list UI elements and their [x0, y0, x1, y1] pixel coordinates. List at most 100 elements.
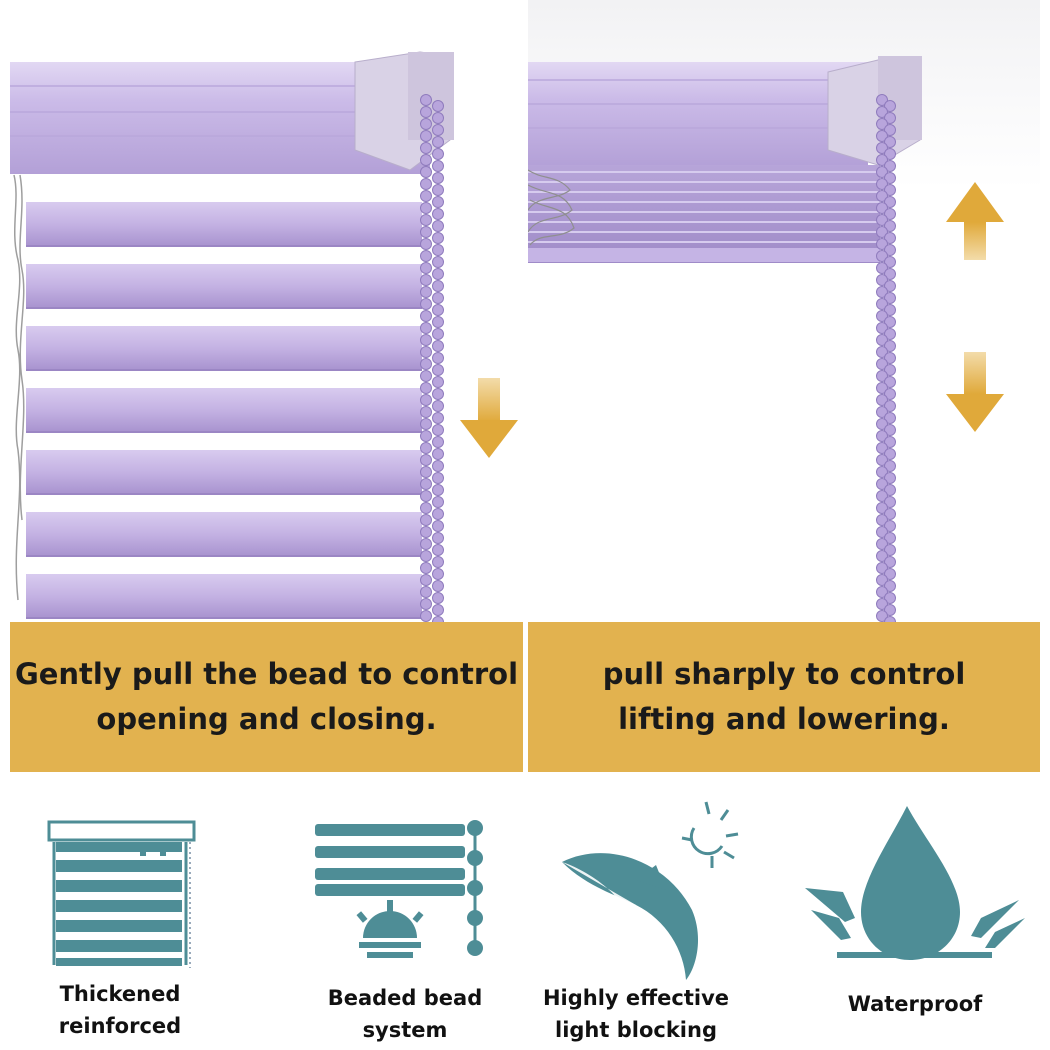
bead: [432, 412, 444, 424]
bead: [884, 304, 896, 316]
blind-raised-photo: [528, 0, 1040, 630]
bead: [884, 280, 896, 292]
bead: [432, 148, 444, 160]
bead: [420, 418, 432, 430]
bead: [876, 514, 888, 526]
bead: [432, 460, 444, 472]
bead: [432, 436, 444, 448]
bead: [884, 460, 896, 472]
bead: [876, 394, 888, 406]
bead: [420, 214, 432, 226]
bead: [876, 574, 888, 586]
caption-right-line2: lifting and lowering.: [618, 702, 950, 736]
blind-frame-icon: [47, 820, 196, 968]
bead: [420, 406, 432, 418]
bead: [432, 124, 444, 136]
bead: [884, 544, 896, 556]
bead: [432, 232, 444, 244]
caption-left-line2: opening and closing.: [96, 702, 437, 736]
caption-left-line1: Gently pull the bead to control: [14, 657, 519, 691]
bead: [884, 412, 896, 424]
bead: [420, 550, 432, 562]
bead: [420, 526, 432, 538]
bead: [420, 598, 432, 610]
bead: [420, 466, 432, 478]
bead: [420, 154, 432, 166]
bead: [432, 244, 444, 256]
bead: [420, 346, 432, 358]
arrow-up-icon: [946, 182, 1004, 260]
bead: [884, 232, 896, 244]
bead: [884, 208, 896, 220]
bead: [432, 388, 444, 400]
bead: [432, 136, 444, 148]
bead: [884, 160, 896, 172]
bead: [884, 172, 896, 184]
bead: [876, 478, 888, 490]
bead: [884, 220, 896, 232]
bead: [432, 280, 444, 292]
bead: [876, 262, 888, 274]
bead: [884, 448, 896, 460]
bead: [876, 550, 888, 562]
bead: [884, 580, 896, 592]
bead: [876, 142, 888, 154]
bead: [432, 172, 444, 184]
bead: [432, 448, 444, 460]
bead: [884, 316, 896, 328]
bead: [420, 298, 432, 310]
bead: [420, 502, 432, 514]
blind-slat: [26, 388, 422, 432]
bead: [884, 100, 896, 112]
bead: [884, 124, 896, 136]
feature-thickened: Thickened reinforced: [0, 800, 240, 1050]
bead: [884, 532, 896, 544]
bead: [884, 148, 896, 160]
bead: [432, 340, 444, 352]
bead: [420, 118, 432, 130]
bead: [420, 142, 432, 154]
bead: [420, 310, 432, 322]
bead: [876, 226, 888, 238]
bead: [432, 112, 444, 124]
bead: [876, 154, 888, 166]
bead: [420, 166, 432, 178]
bead: [420, 454, 432, 466]
bead: [432, 508, 444, 520]
bead: [420, 190, 432, 202]
water-drop-icon: [805, 806, 1025, 960]
bead: [420, 478, 432, 490]
bead: [876, 586, 888, 598]
bead: [884, 292, 896, 304]
bead: [876, 190, 888, 202]
bead: [420, 442, 432, 454]
bead: [420, 358, 432, 370]
blind-slats: [26, 202, 422, 619]
bead: [884, 268, 896, 280]
feature-label-line2: system: [362, 1018, 448, 1042]
bead: [884, 496, 896, 508]
feature-waterproof: Waterproof: [795, 800, 1035, 1050]
bead-chain: [876, 94, 896, 628]
bead: [420, 334, 432, 346]
bead: [420, 610, 432, 622]
blind-slat: [26, 450, 422, 494]
blind-slat: [26, 202, 422, 246]
bead: [884, 184, 896, 196]
caption-right-line1: pull sharply to control: [602, 657, 966, 691]
bead: [432, 544, 444, 556]
bead: [420, 178, 432, 190]
bead: [876, 238, 888, 250]
bead: [432, 532, 444, 544]
bead: [876, 298, 888, 310]
bead: [432, 316, 444, 328]
bead: [876, 250, 888, 262]
bead-chain: [420, 94, 444, 628]
bead: [432, 580, 444, 592]
bead: [876, 562, 888, 574]
bead: [884, 376, 896, 388]
blind-open-photo: [10, 0, 523, 630]
bead: [884, 520, 896, 532]
feature-label-line2: reinforced: [58, 1014, 182, 1038]
blind-slat: [26, 574, 422, 618]
